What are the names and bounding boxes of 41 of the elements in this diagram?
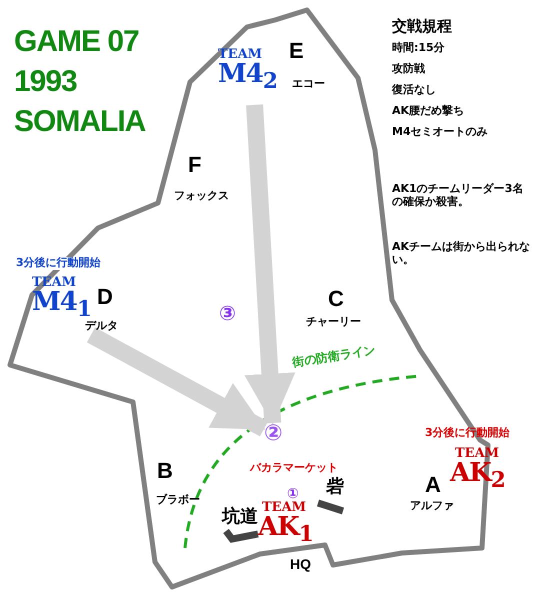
place-name: 坑道	[222, 507, 258, 527]
zone-name: アルファ	[410, 500, 454, 513]
rule-text: M4セミオートのみ	[392, 126, 488, 139]
team-name: AK$_{1}$	[258, 512, 313, 548]
place-name: バカラマーケット	[250, 462, 338, 475]
zone-letter: F	[188, 152, 202, 178]
zone-name: デルタ	[85, 320, 118, 333]
rule-text: 攻防戦	[392, 63, 425, 76]
rules-heading: 交戦規程	[392, 18, 452, 36]
circled-number: ③	[219, 302, 236, 325]
zone-name: ブラボー	[156, 494, 200, 507]
rule-text: AK腰だめ撃ち	[392, 105, 464, 118]
circled-number: ②	[264, 423, 283, 445]
circled-number: ①	[287, 486, 299, 502]
zone-letter: E	[289, 38, 304, 64]
team-label: TEAM	[455, 446, 500, 461]
start-delay-note: 3分後に行動開始	[425, 427, 510, 440]
rule-text: 時間:15分	[392, 42, 445, 55]
team-name: M4$_{2}$	[218, 61, 277, 93]
start-delay-note: 3分後に行動開始	[16, 257, 101, 270]
team-name: AK$_{2}$	[450, 458, 505, 494]
place-name: 砦	[326, 477, 344, 498]
rule-text: AK1のチームリーダー3名の確保か殺害。	[392, 183, 524, 208]
diagram-title: GAME 07 1993 SOMALIA	[14, 24, 146, 140]
team-label: TEAM	[32, 276, 76, 289]
zone-letter: C	[328, 286, 344, 312]
rule-text: 復活なし	[392, 84, 436, 97]
zone-name: フォックス	[174, 190, 229, 203]
arrow	[244, 104, 296, 425]
defense-line-label: 街の防衛ライン	[291, 344, 377, 370]
place-name: HQ	[290, 556, 311, 572]
zone-letter: B	[157, 458, 173, 484]
zone-name: エコー	[292, 78, 325, 91]
zone-letter: D	[97, 284, 113, 310]
zone-name: チャーリー	[306, 316, 361, 329]
arrow	[86, 327, 268, 436]
team-label: TEAM	[218, 48, 262, 61]
team-label: TEAM	[262, 500, 306, 515]
rule-text: AKチームは街から出られない。	[392, 241, 532, 266]
team-name: M4$_{1}$	[32, 289, 91, 321]
zone-letter: A	[425, 472, 441, 498]
